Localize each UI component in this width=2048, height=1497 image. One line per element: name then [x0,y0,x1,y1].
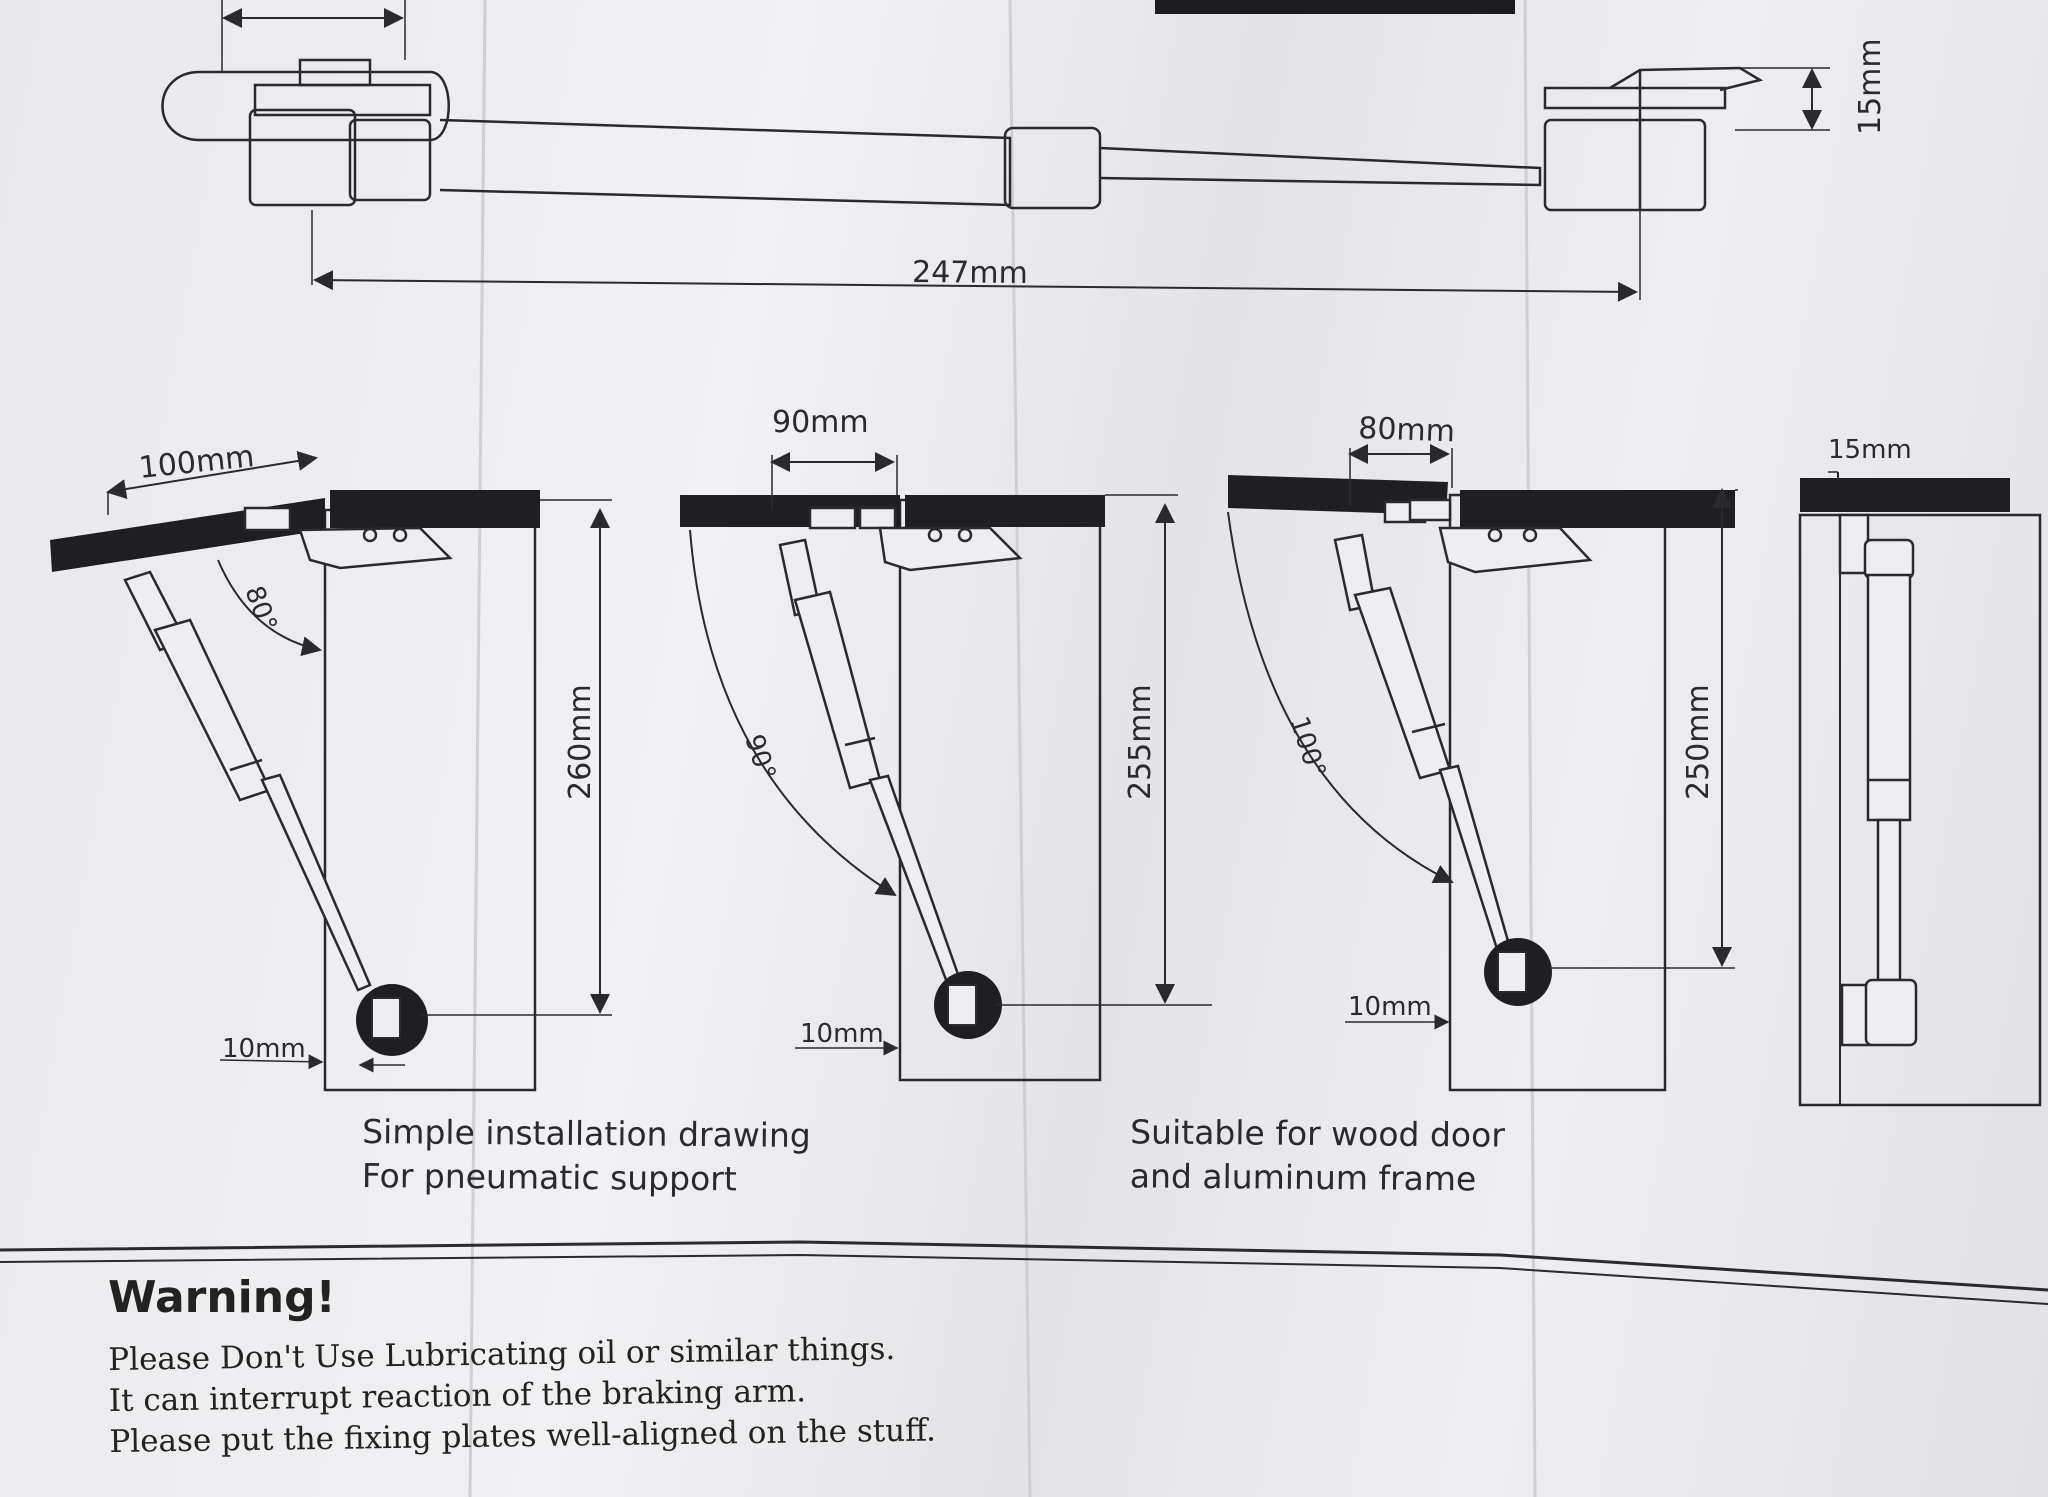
drawing3-width-label: 80mm [1358,411,1456,449]
warning-list: Please Don't Use Lubricating oil or simi… [108,1328,936,1463]
warning-title: Warning! [108,1272,336,1323]
drawing1-height-label: 260mm [563,684,598,800]
top-band [1155,0,1515,14]
caption-suitability-line1: Suitable for wood door [1130,1112,1506,1155]
drawing2-height-label: 255mm [1123,684,1158,800]
drawing-closed-view [1798,471,2042,1107]
caption-suitability: Suitable for wood door and aluminum fram… [1130,1110,1505,1201]
drawing2-offset-label: 10mm [800,1019,884,1049]
drawing-100-degrees [1227,444,1738,1092]
drawing4-thickness-label: 15mm [1828,435,1912,465]
drawing2-angle-label: 90° [738,731,781,784]
top-strut-dimensions [222,8,1822,302]
top-length-label: 247mm [912,255,1028,291]
drawing1-angle-label: 80° [238,582,282,636]
drawing3-angle-label: 100° [1283,713,1331,782]
top-strut-drawing [161,0,1830,300]
drawing-80-degrees [50,451,612,1092]
drawing3-offset-label: 10mm [1348,992,1432,1022]
drawing1-width-label: 100mm [137,439,256,486]
caption-suitability-line2: and aluminum frame [1129,1156,1477,1199]
drawing3-height-label: 250mm [1681,684,1716,800]
caption-installation: Simple installation drawing For pneumati… [362,1110,811,1202]
caption-installation-line2: For pneumatic support [361,1156,737,1199]
caption-installation-line1: Simple installation drawing [362,1112,811,1155]
drawing1-offset-label: 10mm [222,1034,306,1064]
paper-folds [468,0,1537,1497]
top-height-label: 15mm [1853,38,1888,135]
drawing2-width-label: 90mm [772,405,869,440]
section-divider [0,1240,2048,1305]
drawing-90-degrees [680,452,1212,1082]
